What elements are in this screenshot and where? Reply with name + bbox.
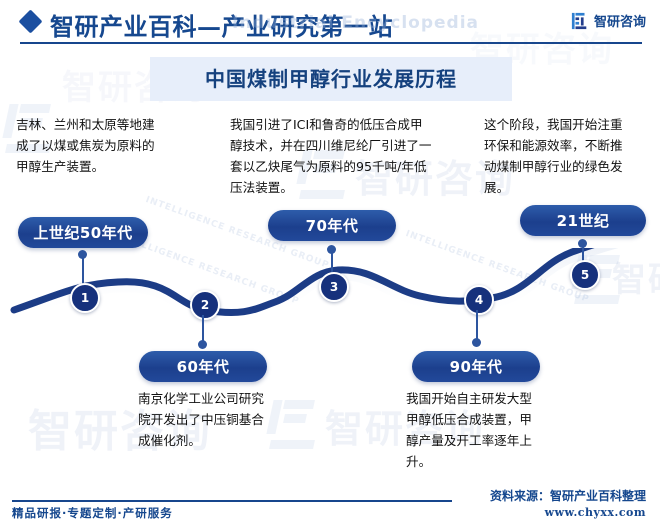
era-label-1: 上世纪50年代 bbox=[33, 224, 133, 242]
footer-url[interactable]: www.chyxx.com bbox=[544, 506, 646, 519]
diamond-icon bbox=[18, 9, 43, 34]
stem-line-4 bbox=[476, 310, 478, 340]
header-logo-group: 智研咨询 bbox=[570, 11, 646, 30]
era-label-5: 21世纪 bbox=[556, 212, 610, 230]
era-pill-4[interactable]: 90年代 bbox=[412, 351, 540, 382]
header-company-name: 智研咨询 bbox=[593, 15, 646, 30]
timeline-node-3[interactable]: 3 bbox=[319, 272, 349, 302]
era-pill-1[interactable]: 上世纪50年代 bbox=[18, 217, 148, 248]
node-number-5: 5 bbox=[580, 268, 590, 282]
timeline-node-2[interactable]: 2 bbox=[190, 290, 220, 320]
stem-line-3 bbox=[331, 251, 333, 275]
watermark-mark-3 bbox=[266, 400, 330, 450]
stem-dot-5 bbox=[578, 239, 587, 248]
page-header: 智研产业百科—产业研究第一站 Industrial Encyclopedia 智… bbox=[0, 0, 660, 45]
node-number-3: 3 bbox=[329, 280, 339, 294]
description-4: 我国开始自主研发大型甲醇低压合成装置，甲醇产量及开工率逐年上升。 bbox=[406, 391, 532, 469]
description-5: 这个阶段，我国开始注重环保和能源效率，不断推动煤制甲醇行业的绿色发展。 bbox=[484, 117, 623, 195]
node-number-1: 1 bbox=[80, 291, 90, 305]
node-number-4: 4 bbox=[474, 293, 484, 307]
stem-line-2 bbox=[202, 315, 204, 343]
stem-dot-2 bbox=[198, 340, 207, 349]
stem-dot-4 bbox=[472, 338, 481, 347]
timeline-node-5[interactable]: 5 bbox=[570, 260, 600, 290]
brand-ghost-text: Industrial Encyclopedia bbox=[232, 13, 479, 33]
brand-title: 智研产业百科—产业研究第一站 bbox=[50, 12, 393, 41]
stem-line-1 bbox=[82, 256, 84, 286]
header-divider bbox=[20, 42, 642, 44]
era-pill-2[interactable]: 60年代 bbox=[139, 351, 267, 382]
era-label-3: 70年代 bbox=[305, 217, 359, 235]
timeline-node-4[interactable]: 4 bbox=[464, 285, 494, 315]
era-label-4: 90年代 bbox=[449, 358, 503, 376]
era-label-2: 60年代 bbox=[176, 358, 230, 376]
chart-title-band: 中国煤制甲醇行业发展历程 bbox=[150, 57, 512, 101]
page-title: 中国煤制甲醇行业发展历程 bbox=[205, 67, 457, 91]
stem-dot-1 bbox=[78, 250, 87, 259]
zhiyan-logo-icon bbox=[570, 11, 589, 30]
description-3: 我国引进了ICI和鲁奇的低压合成甲醇技术，并在四川维尼纶厂引进了一套以乙炔尾气为… bbox=[230, 117, 432, 195]
footer-tagline: 精品研报·专题定制·产研服务 bbox=[12, 506, 173, 520]
footer-source: 资料来源：智研产业百科整理 bbox=[489, 489, 646, 503]
node-number-2: 2 bbox=[200, 298, 210, 312]
description-1: 吉林、兰州和太原等地建成了以煤或焦炭为原料的甲醇生产装置。 bbox=[16, 117, 155, 174]
era-pill-3[interactable]: 70年代 bbox=[268, 210, 396, 241]
timeline-node-1[interactable]: 1 bbox=[70, 283, 100, 313]
footer-divider bbox=[12, 500, 452, 502]
era-pill-5[interactable]: 21世纪 bbox=[520, 205, 646, 236]
description-2: 南京化学工业公司研究院开发出了中压铜基合成催化剂。 bbox=[138, 391, 264, 448]
stem-dot-3 bbox=[327, 245, 336, 254]
stem-line-5 bbox=[582, 245, 584, 263]
